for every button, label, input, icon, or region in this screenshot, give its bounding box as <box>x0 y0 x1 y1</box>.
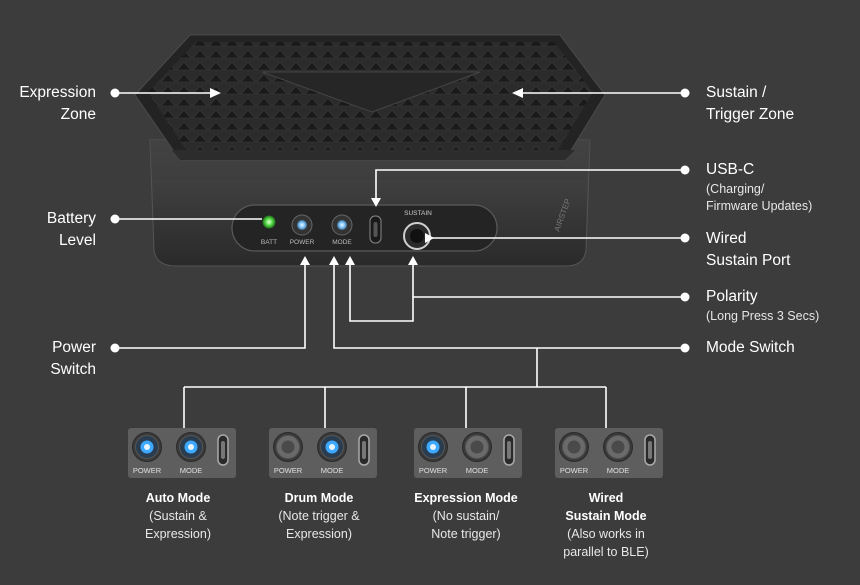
power-label-device: POWER <box>290 239 315 246</box>
power-label-drum: POWER <box>274 466 303 475</box>
power-led-device <box>297 220 307 230</box>
mode-panel-expression: POWER MODE <box>414 428 522 478</box>
mode-panels: POWER MODE POWER MODE POWER MODE POWER MODE <box>128 428 663 478</box>
batt-label: BATT <box>261 239 277 246</box>
connector-lines <box>115 92 685 428</box>
mode-caption-drum: Drum Mode (Note trigger &Expression) <box>278 491 360 541</box>
power-label-auto: POWER <box>133 466 162 475</box>
mode-label-auto: MODE <box>180 466 203 475</box>
label-dots <box>110 88 690 353</box>
mode-label-device: MODE <box>332 239 352 246</box>
mode-panel-auto: POWER MODE <box>128 428 236 478</box>
power-led-drum-off <box>281 440 295 454</box>
mode-led-device <box>337 220 347 230</box>
mode-label-expression: MODE <box>466 466 489 475</box>
mode-caption-expression: Expression Mode (No sustain/Note trigger… <box>414 491 518 541</box>
sustain-zone-label: Sustain /Trigger Zone <box>706 84 795 123</box>
mode-led-expression-off <box>470 440 484 454</box>
sustain-port-label: SUSTAIN <box>404 210 432 217</box>
mode-label-wired: MODE <box>607 466 630 475</box>
power-label-expression: POWER <box>419 466 448 475</box>
power-label-wired: POWER <box>560 466 589 475</box>
mode-panel-wired: POWER MODE <box>555 428 663 478</box>
device-top-pad <box>134 34 606 161</box>
mode-caption-auto: Auto Mode (Sustain &Expression) <box>145 491 211 541</box>
mode-led-wired-off <box>611 440 625 454</box>
mode-switch-label: Mode Switch <box>706 339 795 356</box>
mode-label-drum: MODE <box>321 466 344 475</box>
mode-panel-drum: POWER MODE <box>269 428 377 478</box>
arrowheads <box>210 88 523 265</box>
power-led-wired-off <box>567 440 581 454</box>
polarity-label: Polarity (Long Press 3 Secs) <box>706 288 820 323</box>
usb-c-label: USB-C (Charging/Firmware Updates) <box>706 161 813 213</box>
battery-led <box>262 215 276 229</box>
